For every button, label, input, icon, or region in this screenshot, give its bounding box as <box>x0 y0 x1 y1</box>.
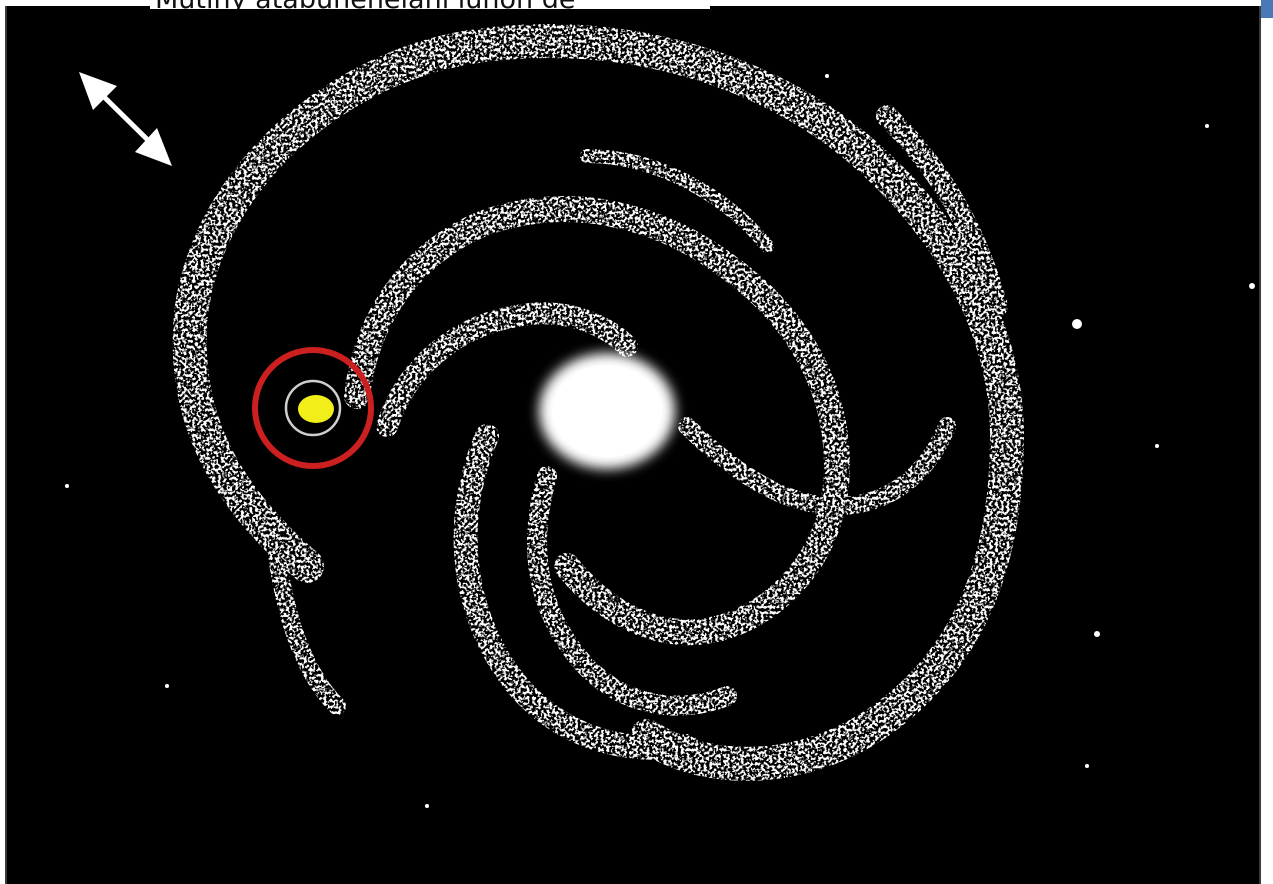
marker-outer-ring <box>252 347 374 469</box>
spiral-arm-lower-mid <box>527 466 737 716</box>
spiral-arms <box>172 24 1025 781</box>
spiral-arm-second <box>344 196 851 646</box>
star <box>165 684 169 688</box>
spiral-arm-outer <box>172 24 1025 781</box>
caption-text: Mutiny atabuhenelani lunon de <box>155 0 575 9</box>
star <box>1155 444 1159 448</box>
galactic-core <box>539 353 675 469</box>
double-headed-arrow-icon <box>79 72 172 166</box>
star <box>65 484 69 488</box>
star <box>1085 764 1089 768</box>
spiral-arm-right-inner <box>678 417 956 516</box>
sun-dot <box>298 395 334 423</box>
marker-inner-ring <box>284 379 342 437</box>
star <box>1249 283 1255 289</box>
field-stars <box>65 74 1255 808</box>
galaxy-illustration <box>65 24 1255 808</box>
spiral-arm-inner <box>376 302 638 437</box>
spiral-arm-right-outer <box>876 105 1008 317</box>
spiral-arm-top-mid <box>580 149 774 253</box>
spiral-arm-lower-left <box>268 547 346 715</box>
sun-location-marker <box>252 347 374 469</box>
star <box>1094 631 1100 637</box>
star <box>1205 124 1209 128</box>
star <box>825 74 829 78</box>
spiral-arm-lower-center <box>453 424 699 760</box>
star <box>425 804 429 808</box>
galaxy-image <box>7 6 1259 884</box>
star <box>1072 319 1082 329</box>
corner-accent-tab <box>1261 0 1273 18</box>
caption-clip: Mutiny atabuhenelani lunon de <box>150 0 710 9</box>
